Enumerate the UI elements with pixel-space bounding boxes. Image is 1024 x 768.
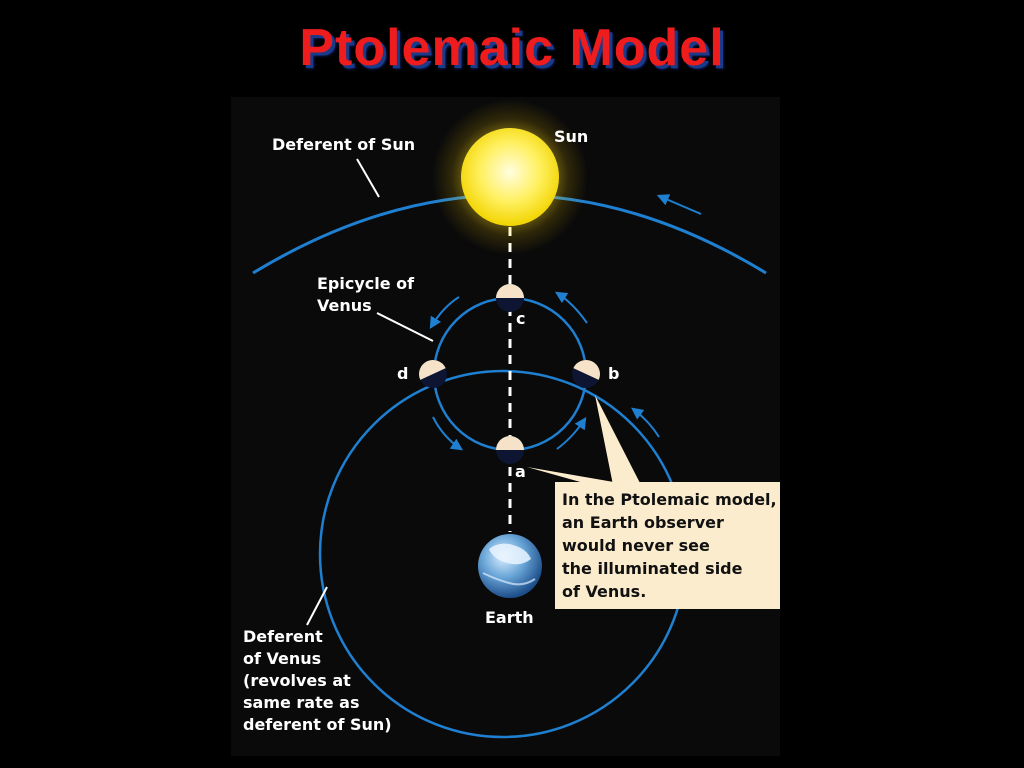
earth-icon bbox=[478, 534, 542, 598]
label-deferent-venus-line-3: (revolves at bbox=[243, 671, 351, 690]
callout-pointer-top bbox=[595, 395, 641, 485]
deferent-venus-leader-line bbox=[306, 586, 328, 626]
venus-position-b-icon bbox=[572, 360, 600, 388]
callout-line-2: an Earth observer bbox=[562, 513, 724, 532]
diagram-drawing bbox=[252, 99, 767, 739]
epicycle-arrow-top-left-icon bbox=[429, 296, 460, 330]
epicycle-arrow-bottom-right-icon bbox=[556, 417, 587, 450]
epicycle-arrow-bottom-left-icon bbox=[432, 416, 463, 451]
callout-pointer bbox=[527, 467, 631, 485]
callout-line-5: of Venus. bbox=[562, 582, 647, 601]
label-position-b: b bbox=[608, 364, 620, 383]
slide-title: Ptolemaic Model bbox=[299, 19, 725, 77]
venus-position-c-icon bbox=[496, 284, 524, 312]
label-epicycle-of-venus: Epicycle of Venus bbox=[317, 273, 414, 317]
deferent-sun-arrow-icon bbox=[656, 194, 702, 215]
deferent-venus-arrow-icon bbox=[631, 407, 660, 438]
epicycle-leader-line bbox=[376, 312, 434, 342]
label-sun: Sun bbox=[554, 127, 589, 146]
label-deferent-venus-line-4: same rate as bbox=[243, 693, 360, 712]
callout-box: In the Ptolemaic model, an Earth observe… bbox=[555, 482, 780, 609]
label-deferent-of-sun: Deferent of Sun bbox=[272, 135, 416, 154]
label-position-d: d bbox=[397, 364, 409, 383]
epicycle-arrow-top-right-icon bbox=[554, 291, 588, 324]
label-deferent-venus-line-5: deferent of Sun) bbox=[243, 715, 392, 734]
label-epicycle-line-2: Venus bbox=[317, 296, 372, 315]
label-epicycle-line-1: Epicycle of bbox=[317, 274, 415, 293]
label-earth: Earth bbox=[485, 608, 534, 627]
label-deferent-of-venus: Deferent of Venus (revolves at same rate… bbox=[243, 626, 392, 736]
label-position-a: a bbox=[515, 462, 526, 481]
deferent-sun-leader-line bbox=[356, 158, 380, 198]
label-position-c: c bbox=[516, 309, 526, 328]
sun-icon bbox=[461, 128, 559, 226]
venus-position-d-icon bbox=[419, 360, 447, 388]
callout-line-4: the illuminated side bbox=[562, 559, 743, 578]
label-deferent-venus-line-2: of Venus bbox=[243, 649, 322, 668]
venus-position-a-icon bbox=[496, 436, 524, 464]
ptolemaic-diagram: Deferent of Sun Sun Epicycle of Venus c … bbox=[231, 97, 780, 756]
callout-line-3: would never see bbox=[562, 536, 710, 555]
callout-line-1: In the Ptolemaic model, bbox=[562, 490, 777, 509]
label-deferent-venus-line-1: Deferent bbox=[243, 627, 323, 646]
